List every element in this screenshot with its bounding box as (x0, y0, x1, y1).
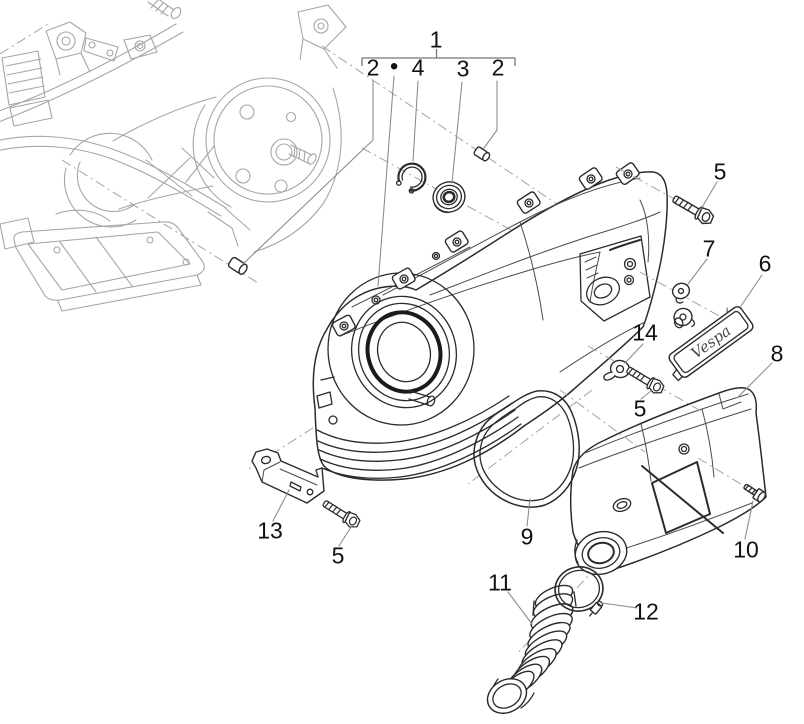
callout-8: 8 (770, 340, 784, 367)
dowel-pin-drawing (227, 256, 248, 275)
callout-13: 13 (257, 517, 283, 544)
bearing-drawing (432, 181, 466, 214)
callout-2-right: 2 (491, 54, 505, 81)
bolt-bottom-drawing (322, 500, 361, 528)
callout-3: 3 (456, 55, 470, 82)
gasket-drawing (473, 390, 580, 508)
callout-11: 11 (488, 569, 512, 596)
grommet-lower-drawing (673, 307, 696, 329)
cover-mounting-ears (331, 162, 640, 337)
callout-bullet-icon: ● (389, 57, 399, 75)
bracket-drawing (251, 448, 325, 504)
callout-5-top: 5 (713, 158, 727, 185)
callout-4: 4 (411, 54, 425, 81)
air-box-cover-drawing (570, 386, 767, 576)
callout-7: 7 (702, 235, 716, 262)
callout-12: 12 (633, 598, 659, 625)
air-box-spigot (574, 530, 628, 576)
callout-1: 1 (429, 26, 443, 53)
cover-recess (579, 235, 651, 322)
callout-14: 14 (632, 319, 658, 346)
callout-6: 6 (758, 250, 772, 277)
hose-drawing (486, 584, 577, 714)
clamp-drawing (554, 566, 604, 617)
bushing-drawing (473, 146, 491, 162)
callout-group-bracket (361, 49, 516, 66)
engine-assembly-drawing (0, 0, 347, 312)
bolt-top-drawing (672, 195, 715, 225)
transmission-cover-drawing (312, 162, 668, 481)
bolt-middle-drawing (626, 366, 665, 394)
callout-2-left: 2 (366, 54, 380, 81)
callout-5-middle: 5 (633, 395, 647, 422)
callout-9: 9 (520, 523, 534, 550)
callout-5-bottom: 5 (331, 542, 345, 569)
leader-lines (242, 75, 773, 625)
grommet-upper-drawing (671, 282, 691, 304)
screw-drawing (743, 483, 767, 503)
circlip-drawing (395, 162, 427, 194)
callout-10: 10 (733, 536, 759, 563)
